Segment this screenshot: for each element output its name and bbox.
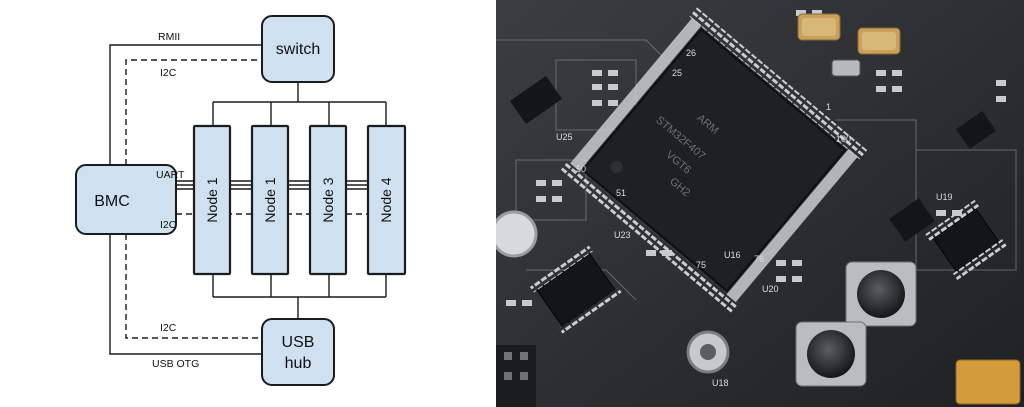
i2c-nodes-label: I2C [160,219,177,231]
silk-76: 76 [754,254,764,264]
silk-25: 25 [672,68,682,78]
pcb-photo: ARM STM32F407 VGT6 GH2 [496,0,1024,407]
secondary-ics [509,75,1007,336]
node-label-1: Node 1 [204,177,220,222]
pcb-photo-svg: ARM STM32F407 VGT6 GH2 [496,0,1024,407]
uart-label: UART [156,169,185,181]
node-block-4: Node 4 [366,124,407,276]
usb-hub-label-line-1: USB [282,334,315,351]
silk-u25: U25 [556,132,573,142]
node-label-4: Node 4 [378,177,394,222]
node-label-2: Node 1 [262,177,278,222]
usb-otg-label: USB OTG [152,358,199,370]
bottom-bus-drops [212,274,387,297]
block-diagram-svg: switch BMC USB hub Node 1 Node 1 Node 3 [75,15,407,386]
rmii-label: RMII [158,31,180,43]
silk-100: 100 [836,134,851,144]
node-box-1 [192,124,232,276]
block-diagram: switch BMC USB hub Node 1 Node 1 Node 3 [0,0,496,407]
silk-51: 51 [616,188,626,198]
silkscreen-labels: U25 U19 U23 U20 U18 U16 75 76 50 51 26 2… [556,48,953,388]
node-box-3 [308,124,348,276]
mcu-chip: ARM STM32F407 VGT6 GH2 [560,6,868,314]
silk-26: 26 [686,48,696,58]
tantalum-capacitor [955,359,1021,405]
i2c-usbhub-wire [125,234,262,339]
tactile-buttons [795,261,917,387]
top-bus-drops [212,102,387,126]
silk-u20: U20 [762,284,779,294]
silk-u16: U16 [724,250,741,260]
switch-box [261,15,335,83]
rmii-wire [109,44,262,165]
silk-1: 1 [826,102,831,112]
bmc-block: BMC [75,164,177,235]
pin-header [496,345,536,407]
silk-u18: U18 [712,378,729,388]
bmc-label: BMC [94,193,130,210]
switch-block: switch [261,15,335,83]
silk-u19: U19 [936,192,953,202]
i2c-switch-label: I2C [160,67,177,79]
silk-50: 50 [576,164,586,174]
crystal-oscillators [797,13,901,77]
switch-label: switch [276,41,320,58]
usb-otg-wire [109,234,262,355]
silk-75: 75 [696,260,706,270]
bmc-box [75,164,177,235]
usb-hub-block: USB hub [261,318,335,386]
silk-u23: U23 [614,230,631,240]
node-block-1: Node 1 [192,124,232,276]
node-block-2: Node 1 [250,124,290,276]
i2c-usbhub-label: I2C [160,322,177,334]
i2c-switch-wire [125,59,262,165]
standoff [496,210,730,374]
usb-hub-box [261,318,335,386]
node-label-3: Node 3 [320,177,336,222]
node-block-3: Node 3 [308,124,348,276]
node-box-2 [250,124,290,276]
node-box-4 [366,124,407,276]
usb-hub-label-line-2: hub [285,355,312,372]
